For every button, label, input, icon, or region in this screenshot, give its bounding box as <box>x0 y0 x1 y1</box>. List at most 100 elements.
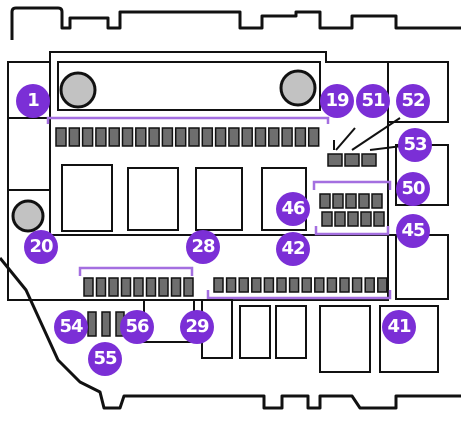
fuse-row-upper <box>55 127 320 147</box>
fuse-box-outline-lower <box>0 257 461 410</box>
fuse-icon <box>276 277 287 293</box>
fuse-icon <box>201 127 214 147</box>
bracket-lower-left <box>78 266 194 276</box>
fuse-row-55 <box>87 311 125 337</box>
fuse-icon <box>95 127 107 147</box>
bolt-bay <box>57 61 321 111</box>
callout-45: 45 <box>396 214 430 248</box>
callout-29: 29 <box>180 310 214 344</box>
fuse-icon <box>214 127 227 147</box>
fuse-icon <box>361 153 377 167</box>
fuse-icon <box>87 311 97 337</box>
relay-icon <box>61 164 113 232</box>
bracket-lower-right <box>206 290 392 300</box>
fuse-icon <box>364 277 375 293</box>
callout-28: 28 <box>186 230 220 264</box>
bracket-42 <box>314 226 390 236</box>
fuse-icon <box>108 127 120 147</box>
fuse-icon <box>321 211 333 227</box>
fuse-icon <box>360 211 372 227</box>
fuse-icon <box>95 277 107 297</box>
fuse-icon <box>174 127 187 147</box>
fuse-icon <box>254 127 267 147</box>
fuse-icon <box>319 193 331 209</box>
fuse-icon <box>133 277 144 297</box>
fuse-icon <box>251 277 262 293</box>
fuse-icon <box>68 127 81 147</box>
fuse-icon <box>294 127 307 147</box>
fuse-icon <box>101 311 111 337</box>
fuse-icon <box>120 277 132 297</box>
fuse-icon <box>371 193 383 209</box>
callout-19: 19 <box>320 84 354 118</box>
callout-20: 20 <box>24 230 58 264</box>
fuse-icon <box>148 127 160 147</box>
fuse-icon <box>347 211 359 227</box>
fuse-icon <box>345 193 357 209</box>
relay-icon <box>195 167 243 231</box>
callout-55: 55 <box>88 342 122 376</box>
fuse-icon <box>228 127 240 147</box>
fuse-icon <box>377 277 388 293</box>
fuse-row-lower-left <box>83 277 194 297</box>
fuse-icon <box>373 211 385 227</box>
bolt-icon <box>279 69 317 107</box>
fuse-icon <box>263 277 275 293</box>
callout-52: 52 <box>396 84 430 118</box>
fuse-row-53 <box>327 153 377 167</box>
fuse-icon <box>161 127 174 147</box>
callout-54: 54 <box>54 310 88 344</box>
fuse-icon <box>314 277 325 293</box>
callout-51: 51 <box>356 84 390 118</box>
fuse-icon <box>238 277 249 293</box>
fuse-icon <box>183 277 194 297</box>
bracket-46 <box>312 180 392 190</box>
fuse-icon <box>188 127 200 147</box>
relay-icon <box>127 167 179 231</box>
callout-1: 1 <box>16 84 50 118</box>
fuse-icon <box>281 127 293 147</box>
fuse-icon <box>55 127 67 147</box>
fuse-icon <box>81 127 94 147</box>
fuse-icon <box>334 211 346 227</box>
bracket-upper <box>46 116 330 124</box>
fuse-icon <box>108 277 119 297</box>
fuse-box-outline <box>10 6 461 40</box>
callout-53: 53 <box>398 128 432 162</box>
callout-50: 50 <box>396 172 430 206</box>
callout-41: 41 <box>382 310 416 344</box>
fuse-icon <box>327 153 343 167</box>
fuse-icon <box>225 277 237 293</box>
fuse-icon <box>241 127 253 147</box>
bolt-icon <box>59 71 97 109</box>
fuse-icon <box>332 193 344 209</box>
relay-icon <box>379 305 439 373</box>
callout-46: 46 <box>276 192 310 226</box>
fuse-icon <box>339 277 350 293</box>
fuse-icon <box>301 277 312 293</box>
inner-panel <box>7 51 389 301</box>
fuse-icon <box>326 277 338 293</box>
fuse-icon <box>170 277 182 297</box>
fuse-icon <box>307 127 320 147</box>
fuse-icon <box>358 193 370 209</box>
fuse-icon <box>213 277 224 293</box>
relay-icon <box>319 305 371 373</box>
relay-icon <box>275 305 307 359</box>
callout-42: 42 <box>276 232 310 266</box>
callout-56: 56 <box>120 310 154 344</box>
fuse-row-lower-right <box>213 277 388 293</box>
fuse-icon <box>344 153 360 167</box>
fuse-icon <box>145 277 157 297</box>
fuse-icon <box>83 277 94 297</box>
fuse-icon <box>135 127 147 147</box>
bolt-icon <box>11 199 45 233</box>
fuse-icon <box>158 277 169 297</box>
fuse-icon <box>268 127 280 147</box>
fuse-icon <box>121 127 134 147</box>
fuse-icon <box>351 277 363 293</box>
fuse-row-46 <box>319 193 383 209</box>
fuse-icon <box>288 277 300 293</box>
relay-icon <box>239 305 271 359</box>
